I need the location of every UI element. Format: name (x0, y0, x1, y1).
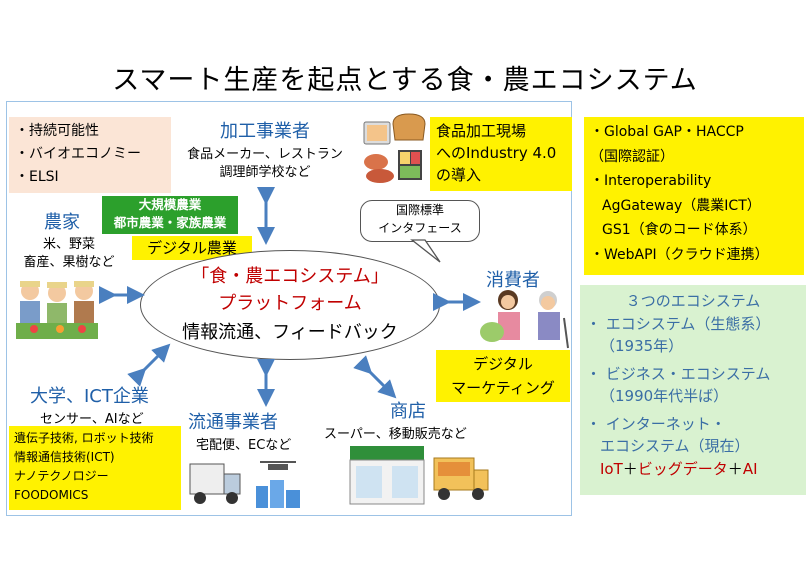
ecosystem-item: ・ エコシステム（生態系） (586, 315, 771, 333)
food-products-icon (362, 120, 424, 188)
processor-desc: 食品メーカー、レストラン 調理師学校など (187, 147, 343, 180)
bread-icon (389, 112, 429, 142)
diagram-frame (6, 101, 572, 516)
consumers-icon (478, 288, 574, 350)
shop-desc: スーパー、移動販売など (324, 427, 467, 442)
iot-line: IoT＋ビッグデータ＋AI (600, 460, 758, 478)
shop-label: 商店 (390, 401, 426, 422)
ecosystems-heading: ３つのエコシステム (625, 292, 761, 310)
sustainability-item: ・ELSI (15, 169, 59, 185)
university-desc: センサー、AIなど (40, 412, 144, 427)
delivery-truck-icon (188, 458, 244, 508)
digital-marketing-box: デジタル マーケティング (436, 350, 570, 402)
arrow-shop (353, 355, 397, 399)
drone-city-icon (250, 456, 306, 510)
arrow-university (127, 343, 171, 387)
farmer-desc: 米、野菜 畜産、果樹など (23, 237, 115, 270)
industry-box: 食品加工現場 へのIndustry 4.0 の導入 (430, 117, 572, 191)
technology-box: 遺伝子技術, ロボット技術 情報通信技術(ICT) ナノテクノロジー FOODO… (9, 426, 181, 510)
platform-title: 「食・農エコシステム」 (191, 266, 389, 287)
farm-types-box: 大規模農業 都市農業・家族農業 (102, 196, 238, 234)
farmer-label: 農家 (44, 212, 80, 233)
ecosystems-box: ３つのエコシステム ・ エコシステム（生態系） （1935年） ・ ビジネス・エ… (580, 285, 806, 495)
ecosystem-item-year: （1935年） (600, 337, 684, 355)
platform-description: 情報流通、フィードバック (182, 322, 398, 343)
distributor-desc: 宅配便、ECなど (196, 438, 292, 453)
bubble-tail (410, 239, 441, 263)
sustainability-item: ・持続可能性 (15, 123, 99, 139)
farmers-icon (14, 277, 100, 341)
platform-subtitle: プラットフォーム (218, 293, 362, 314)
ecosystem-item: ・ ビジネス・エコシステム (586, 365, 771, 383)
sustainability-item: ・バイオエコノミー (15, 146, 141, 162)
consumer-label: 消費者 (486, 270, 540, 291)
platform-ellipse (140, 250, 440, 360)
food-truck-icon (430, 448, 490, 504)
supermarket-icon (348, 444, 426, 506)
ecosystem-item-year: （1990年代半ば） (600, 387, 729, 405)
page-title: スマート生産を起点とする食・農エコシステム (112, 65, 698, 96)
standards-box: ・Global GAP・HACCP （国際認証） ・Interoperabili… (584, 117, 804, 275)
distributor-label: 流通事業者 (188, 412, 278, 433)
ecosystem-item-year: エコシステム（現在） (600, 437, 750, 455)
processor-label: 加工事業者 (220, 121, 310, 142)
ecosystem-item: ・ インターネット・ (586, 415, 726, 433)
sustainability-box: ・持続可能性 ・バイオエコノミー ・ELSI (9, 117, 171, 193)
university-label: 大学、ICT企業 (30, 386, 149, 407)
